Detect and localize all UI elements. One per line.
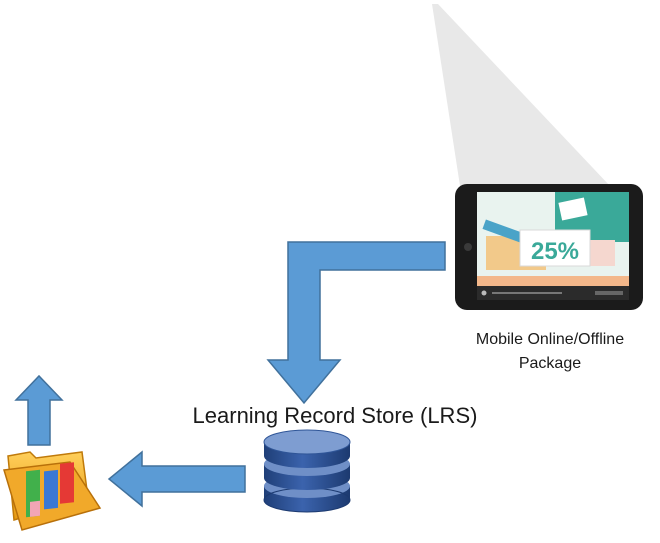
tablet-device-icon: 25%: [455, 184, 643, 310]
bar-chart-folder-icon: [3, 451, 102, 531]
projection-beam: [432, 4, 610, 186]
mobile-package-label-line2: Package: [518, 355, 582, 372]
tablet-to-lrs-arrow: [266, 241, 446, 405]
database-icon: [263, 429, 351, 513]
mobile-package-label-line1: Mobile Online/Offline: [475, 331, 625, 348]
tablet-percent-text: 25%: [531, 238, 579, 265]
lrs-label: Learning Record Store (LRS): [192, 403, 478, 428]
reports-up-arrow: [14, 374, 64, 446]
lrs-to-reports-arrow: [107, 450, 246, 508]
mobile-package-label: Mobile Online/Offline Package: [440, 328, 660, 376]
